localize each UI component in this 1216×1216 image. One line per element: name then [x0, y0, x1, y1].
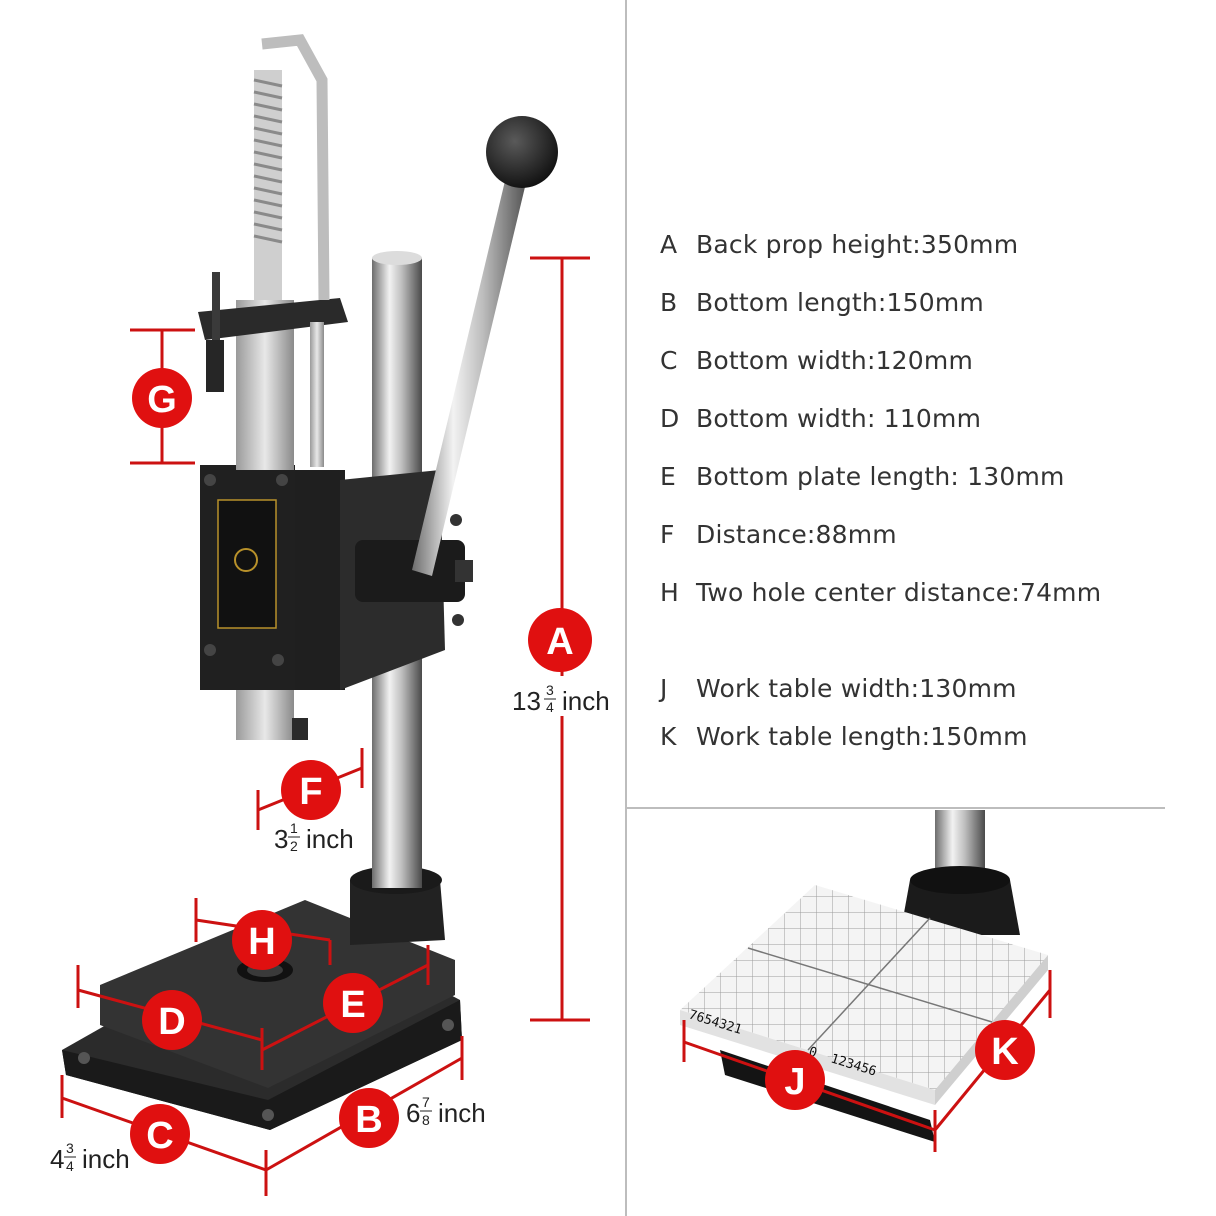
- dimension-label-f: 3 1 2 inch: [274, 820, 354, 854]
- spec-text: Two hole center distance:74mm: [696, 578, 1102, 607]
- dimension-label-a: 13 3 4 inch: [510, 676, 620, 716]
- spec-item-b: B Bottom length:150mm: [660, 288, 984, 317]
- svg-text:7: 7: [422, 1094, 430, 1110]
- spec-text: Bottom width:120mm: [696, 346, 974, 375]
- svg-text:G: G: [147, 379, 177, 421]
- badge-b: B: [339, 1088, 399, 1148]
- svg-text:C: C: [146, 1115, 173, 1157]
- svg-text:J: J: [784, 1061, 805, 1103]
- dimension-label-c: 4 3 4 inch: [50, 1140, 130, 1174]
- spec-letter: H: [660, 578, 679, 607]
- svg-text:K: K: [991, 1031, 1019, 1073]
- svg-text:H: H: [248, 921, 275, 963]
- badge-e: E: [323, 973, 383, 1033]
- svg-text:inch: inch: [306, 824, 354, 854]
- badge-j: J: [765, 1050, 825, 1110]
- spec-item-j: J Work table width:130mm: [660, 674, 1017, 703]
- spec-item-c: C Bottom width:120mm: [660, 346, 973, 375]
- dimension-label-b: 6 7 8 inch: [406, 1094, 486, 1128]
- badge-h: H: [232, 910, 292, 970]
- work-table-illustration: [680, 810, 1048, 1142]
- svg-text:13: 13: [512, 686, 541, 716]
- spec-letter: B: [660, 288, 678, 317]
- svg-text:B: B: [355, 1099, 382, 1141]
- spec-text: Work table length:150mm: [696, 722, 1028, 751]
- badge-k: K: [975, 1020, 1035, 1080]
- svg-text:inch: inch: [82, 1144, 130, 1174]
- spec-letter: D: [660, 404, 680, 433]
- spec-letter: K: [660, 722, 677, 751]
- svg-text:6: 6: [406, 1098, 420, 1128]
- spec-text: Bottom plate length: 130mm: [696, 462, 1065, 491]
- spec-item-f: F Distance:88mm: [660, 520, 897, 549]
- svg-text:2: 2: [290, 838, 298, 854]
- svg-text:0: 0: [807, 1044, 819, 1061]
- svg-text:4: 4: [66, 1158, 74, 1174]
- spec-letter: C: [660, 346, 678, 375]
- svg-text:E: E: [340, 984, 365, 1026]
- spec-letter: J: [660, 674, 668, 703]
- spec-letter: F: [660, 520, 675, 549]
- svg-text:3: 3: [66, 1140, 74, 1156]
- spec-letter: E: [660, 462, 676, 491]
- svg-text:A: A: [546, 621, 573, 663]
- spec-letter: A: [660, 230, 678, 259]
- press-machine-illustration: [62, 34, 558, 1130]
- badge-d: D: [142, 990, 202, 1050]
- spec-text: Bottom length:150mm: [696, 288, 984, 317]
- badge-a: A: [528, 608, 592, 672]
- spec-item-a: A Back prop height:350mm: [660, 230, 1018, 259]
- svg-text:D: D: [158, 1001, 185, 1043]
- badge-f: F: [281, 760, 341, 820]
- spec-item-h: H Two hole center distance:74mm: [660, 578, 1101, 607]
- spec-text: Back prop height:350mm: [696, 230, 1019, 259]
- svg-text:4: 4: [546, 699, 554, 715]
- spec-text: Distance:88mm: [696, 520, 897, 549]
- svg-text:1: 1: [290, 820, 298, 836]
- badge-g: G: [132, 368, 192, 428]
- svg-text:8: 8: [422, 1112, 430, 1128]
- svg-text:4: 4: [50, 1144, 64, 1174]
- svg-text:inch: inch: [438, 1098, 486, 1128]
- svg-text:3: 3: [274, 824, 288, 854]
- spec-item-k: K Work table length:150mm: [660, 722, 1028, 751]
- svg-text:3: 3: [546, 682, 554, 698]
- spec-text: Bottom width: 110mm: [696, 404, 982, 433]
- svg-text:inch: inch: [562, 686, 610, 716]
- svg-text:F: F: [299, 771, 322, 813]
- spec-item-e: E Bottom plate length: 130mm: [660, 462, 1065, 491]
- spec-text: Work table width:130mm: [696, 674, 1017, 703]
- badge-c: C: [130, 1104, 190, 1164]
- spec-item-d: D Bottom width: 110mm: [660, 404, 981, 433]
